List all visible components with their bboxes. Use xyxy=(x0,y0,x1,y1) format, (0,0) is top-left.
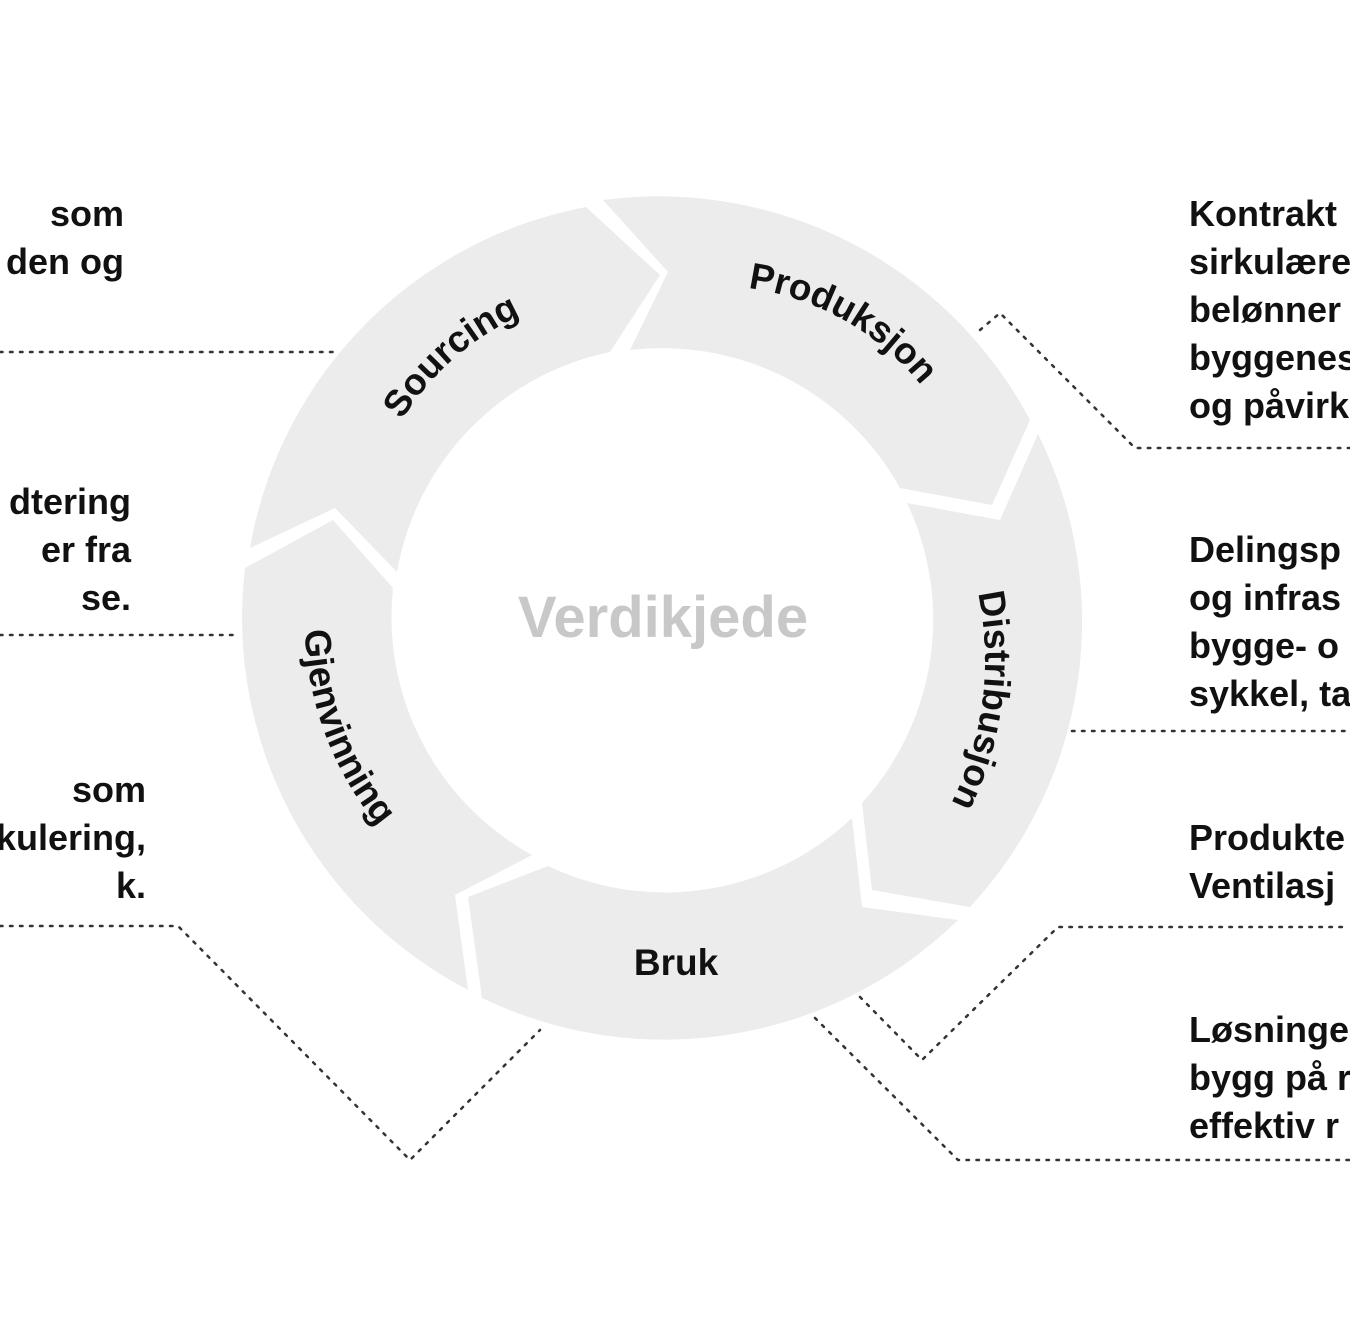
ring-segment-produksjon xyxy=(603,196,1030,505)
note-line: Ventilasj xyxy=(1189,865,1336,906)
note-line: den og xyxy=(6,241,124,282)
leader-line xyxy=(858,925,1347,1062)
note-line: og påvirk xyxy=(1189,385,1350,426)
note-line: bygge- o xyxy=(1189,625,1339,666)
left-note-sourcing: som den og xyxy=(6,190,124,286)
note-line: som xyxy=(49,193,124,234)
left-note-gjenvinning: som kulering, k. xyxy=(0,766,146,910)
ring-segment-distribusjon xyxy=(862,434,1083,907)
leader-lines xyxy=(0,311,1350,1162)
note-line: Løsninge xyxy=(1189,1009,1349,1050)
left-note-middle: dtering er fra se. xyxy=(9,478,131,622)
ring-segment-sourcing xyxy=(250,207,660,572)
value-chain-ring xyxy=(242,196,1083,1040)
note-line: som xyxy=(71,769,146,810)
right-note-produkter: Produkte Ventilasj xyxy=(1189,814,1350,910)
note-line: Kontrakt xyxy=(1189,193,1338,234)
center-title: Verdikjede xyxy=(518,585,808,650)
note-line: sirkulære xyxy=(1189,241,1350,282)
leader-line xyxy=(813,1016,1350,1162)
note-line: og infras xyxy=(1189,577,1342,618)
note-line: effektiv r xyxy=(1189,1105,1340,1146)
note-line: byggenes xyxy=(1189,337,1350,378)
segment-label-bruk: Bruk xyxy=(634,942,719,983)
ring-segment-gjenvinning xyxy=(242,520,533,990)
note-line: Delingsp xyxy=(1189,529,1342,570)
note-line: bygg på r xyxy=(1189,1057,1350,1098)
note-line: dtering xyxy=(9,481,131,522)
ring-segment-bruk xyxy=(468,818,958,1040)
note-line: Produkte xyxy=(1189,817,1346,858)
leader-line xyxy=(978,311,1350,450)
note-line: belønner xyxy=(1189,289,1342,330)
leader-line xyxy=(0,924,542,1162)
right-note-produksjon: Kontrakt sirkulære belønner byggenes og … xyxy=(1189,190,1350,430)
note-line: se. xyxy=(80,577,131,618)
note-line: er fra xyxy=(40,529,131,570)
note-line: sykkel, ta xyxy=(1189,673,1350,714)
right-note-distribusjon: Delingsp og infras bygge- o sykkel, ta xyxy=(1189,526,1350,718)
note-line: k. xyxy=(115,865,146,906)
note-line: kulering, xyxy=(0,817,146,858)
right-note-bruk: Løsninge bygg på r effektiv r xyxy=(1189,1006,1350,1150)
